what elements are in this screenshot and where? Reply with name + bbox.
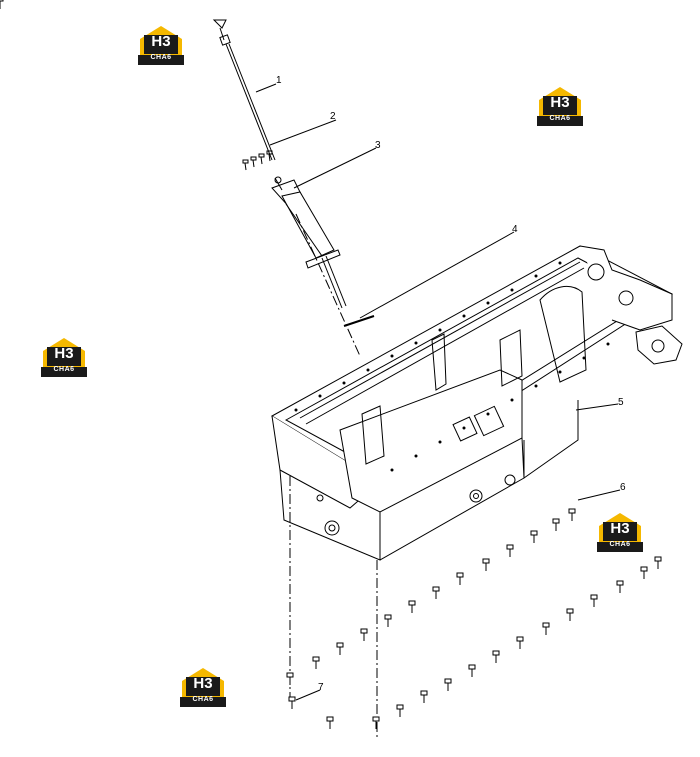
house-logo-icon bbox=[138, 26, 184, 65]
logo-mark: H3 bbox=[54, 345, 74, 362]
dipstick-tube bbox=[271, 176, 347, 309]
callout-7: 7 bbox=[318, 682, 324, 693]
logo-mark: H3 bbox=[151, 33, 171, 50]
logo-mark: H3 bbox=[610, 520, 630, 537]
logo-word: CHA6 bbox=[609, 541, 631, 548]
logo-watermark: H3 CHA6 bbox=[537, 86, 583, 126]
logo-word: CHA6 bbox=[53, 366, 75, 373]
logo-watermark: H3 CHA6 bbox=[41, 337, 87, 377]
logo-word: CHA6 bbox=[150, 54, 172, 61]
callout-6: 6 bbox=[620, 482, 626, 493]
logo-watermark: H3 CHA6 bbox=[180, 667, 226, 707]
house-logo-icon bbox=[597, 513, 643, 552]
logo-word: CHA6 bbox=[192, 696, 214, 703]
callout-5: 5 bbox=[618, 397, 624, 408]
dipstick bbox=[212, 19, 276, 161]
callout-4: 4 bbox=[512, 224, 518, 235]
house-logo-icon bbox=[180, 668, 226, 707]
logo-mark: H3 bbox=[193, 675, 213, 692]
logo-mark: H3 bbox=[550, 94, 570, 111]
logo-watermark: H3 CHA6 bbox=[138, 25, 184, 65]
bolts bbox=[0, 0, 4, 9]
logo-word: CHA6 bbox=[549, 115, 571, 122]
house-logo-icon bbox=[537, 87, 583, 126]
logo-watermark: H3 CHA6 bbox=[597, 512, 643, 552]
callout-1: 1 bbox=[276, 75, 282, 86]
callout-2: 2 bbox=[330, 111, 336, 122]
small-screws bbox=[242, 150, 273, 171]
callout-3: 3 bbox=[375, 140, 381, 151]
house-logo-icon bbox=[41, 338, 87, 377]
oil-pan bbox=[271, 245, 683, 561]
